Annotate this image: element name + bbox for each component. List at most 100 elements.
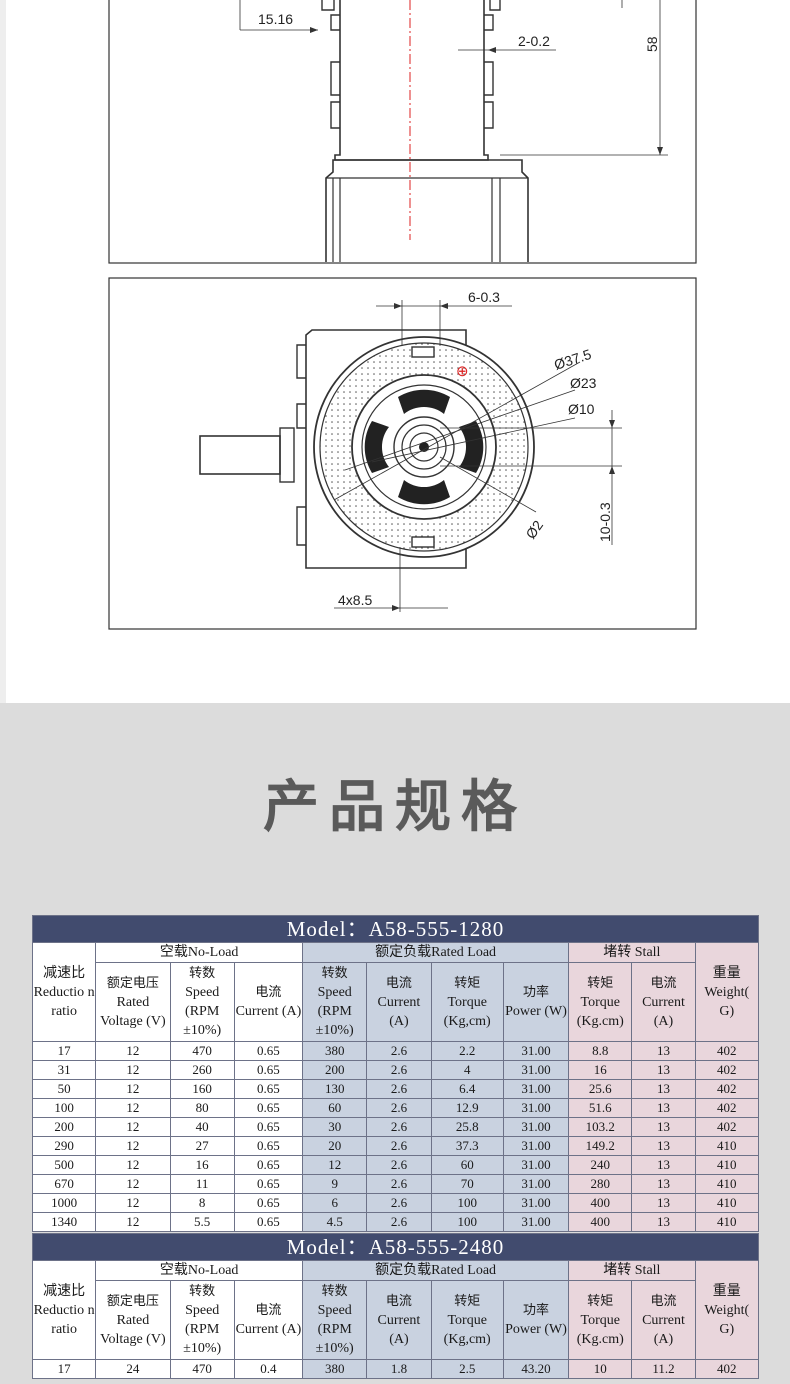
weight-header-en: Weight( G) [704,1302,750,1337]
no-load-current-header-zh: 电流 [255,985,282,1000]
weight-cell: 402 [694,1041,760,1061]
no-load-speed-cell: 16 [169,1155,235,1175]
no-load-speed-cell: 80 [169,1098,235,1118]
stall-torque-cell: 16 [568,1060,633,1080]
rated-current-cell: 2.6 [366,1041,432,1061]
stall-current-cell: 13 [631,1212,696,1232]
weight-header-zh: 重量 [712,965,741,981]
rated-torque-cell: 25.8 [430,1117,504,1137]
rated-power-header-en: Power (W) [505,1004,567,1019]
dim-6-0-3-label: 6-0.3 [468,289,500,305]
no-load-speed-cell: 470 [169,1041,235,1061]
stall-torque-cell: 240 [568,1155,633,1175]
rated-current-cell: 1.8 [366,1359,432,1379]
ratio-cell: 100 [31,1098,97,1118]
stall-torque-cell: 400 [568,1193,633,1213]
model-title: Model：A58-555-2480 [32,1233,759,1261]
no-load-speed-header-en: Speed (RPM ±10%) [183,1303,222,1356]
front-view-drawing: ⊕ 6-0.3 Ø37.5 Ø23 Ø10 Ø2 10-0.3 4x8.5 [108,277,697,630]
voltage-header-zh: 额定电压 [106,1293,159,1309]
voltage-header-zh: 额定电压 [106,975,159,991]
rated-speed-cell: 30 [302,1117,368,1137]
rated-power-cell: 31.00 [502,1079,570,1099]
dia-23-label: Ø23 [570,375,597,391]
stall-group-header: 堵转 Stall [568,1260,696,1281]
voltage-cell: 12 [95,1060,171,1080]
rated-current-header-en: Current (A) [377,994,421,1029]
rated-power-cell: 31.00 [502,1193,570,1213]
no-load-current-cell: 0.65 [233,1041,304,1061]
stall-group-header: 堵转 Stall [568,942,696,963]
ratio-header-en: Reductio n ratio [33,984,95,1019]
stall-torque-cell: 400 [568,1212,633,1232]
no-load-speed-header: 转数 Speed (RPM ±10%) [169,962,235,1042]
side-view-frame [108,0,697,264]
rated-torque-cell: 2.5 [430,1359,504,1379]
stall-torque-cell: 51.6 [568,1098,633,1118]
rated-power-cell: 31.00 [502,1174,570,1194]
rated-current-cell: 2.6 [366,1136,432,1156]
voltage-cell: 12 [95,1079,171,1099]
ratio-header-zh: 减速比 [43,1283,86,1299]
rated-current-cell: 2.6 [366,1098,432,1118]
dim-10-0-3-label: 10-0.3 [597,502,613,542]
rated-current-cell: 2.6 [366,1155,432,1175]
stall-torque-cell: 103.2 [568,1117,633,1137]
rated-torque-cell: 100 [430,1212,504,1232]
stall-torque-cell: 149.2 [568,1136,633,1156]
rated-speed-header-zh: 转数 [321,1284,348,1299]
side-view-drawing: 15.16 2-0.2 58 [108,0,697,264]
no-load-current-cell: 0.65 [233,1098,304,1118]
voltage-cell: 24 [95,1359,171,1379]
weight-cell: 410 [694,1193,760,1213]
weight-cell: 402 [694,1117,760,1137]
voltage-cell: 12 [95,1174,171,1194]
no-load-current-header-en: Current (A) [235,1004,302,1019]
ratio-cell: 200 [31,1117,97,1137]
weight-cell: 402 [694,1359,760,1379]
weight-cell: 410 [694,1174,760,1194]
rated-speed-cell: 9 [302,1174,368,1194]
rated-torque-cell: 12.9 [430,1098,504,1118]
no-load-current-cell: 0.65 [233,1079,304,1099]
no-load-speed-header-zh: 转数 [189,966,216,981]
no-load-current-cell: 0.65 [233,1060,304,1080]
weight-cell: 410 [694,1155,760,1175]
stall-torque-cell: 8.8 [568,1041,633,1061]
rated-power-cell: 31.00 [502,1155,570,1175]
no-load-speed-header-en: Speed (RPM ±10%) [183,985,222,1038]
rated-current-cell: 2.6 [366,1212,432,1232]
stall-current-cell: 13 [631,1117,696,1137]
rated-speed-cell: 200 [302,1060,368,1080]
no-load-speed-cell: 160 [169,1079,235,1099]
ratio-header-en: Reductio n ratio [33,1302,95,1337]
rated-torque-cell: 37.3 [430,1136,504,1156]
rated-current-cell: 2.6 [366,1060,432,1080]
stall-current-header-en: Current (A) [642,1312,685,1347]
stall-current-cell: 13 [631,1079,696,1099]
rated-speed-cell: 4.5 [302,1212,368,1232]
no-load-current-cell: 0.65 [233,1155,304,1175]
ratio-cell: 50 [31,1079,97,1099]
no-load-speed-header-zh: 转数 [189,1284,216,1299]
stall-torque-header-en: Torque (Kg.cm) [576,1312,624,1347]
rated-speed-cell: 12 [302,1155,368,1175]
weight-header-en: Weight( G) [704,984,750,1019]
ratio-cell: 290 [31,1136,97,1156]
stall-torque-header-zh: 转矩 [587,975,614,991]
rated-load-group-header: 额定负载Rated Load [302,942,570,963]
ratio-cell: 500 [31,1155,97,1175]
stall-current-cell: 13 [631,1193,696,1213]
